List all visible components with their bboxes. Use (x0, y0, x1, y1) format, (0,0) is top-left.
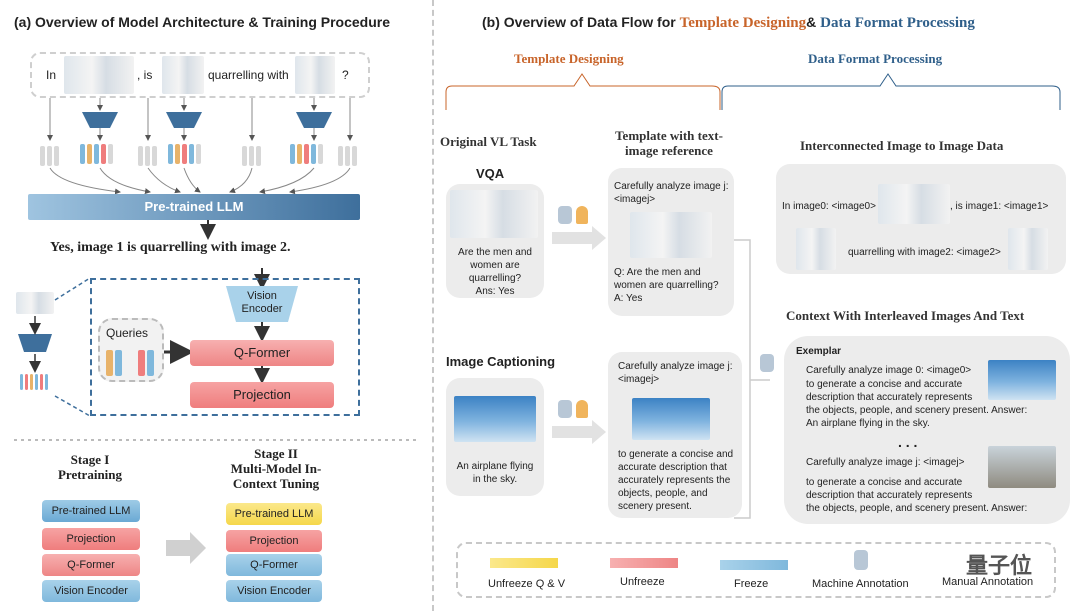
legend-swatch-red (610, 558, 678, 568)
caption-text: An airplane flying in the sky. (456, 461, 534, 485)
query-token (147, 350, 154, 376)
inter-line2: quarrelling with image2: <image2> (848, 247, 1001, 258)
query-token (106, 350, 113, 376)
prompt-token-in: In (46, 68, 57, 82)
ex1-photo (988, 360, 1056, 400)
ex1-head: Carefully analyze image 0: <image0> (806, 365, 972, 376)
vqa-arrow-icon (552, 226, 606, 250)
tpl1-q: Q: Are the men and women are quarrelling… (614, 267, 719, 304)
stage-arrow-icon (166, 532, 206, 564)
token-arrows (47, 98, 353, 195)
interconnected-header: Interconnected Image to Image Data (800, 138, 1004, 153)
legend-box (456, 542, 1056, 598)
ex2-body: to generate a concise and accurate descr… (806, 477, 1028, 514)
right-panel-title: (b) Overview of Data Flow for Template D… (482, 14, 975, 32)
legend-machine: Machine Annotation (812, 578, 909, 590)
query-token (115, 350, 122, 376)
tpl1-photo (630, 212, 712, 258)
ex2-photo (988, 446, 1056, 488)
exemplar-label: Exemplar (796, 346, 842, 357)
sub-template-title: Template Designing (514, 51, 624, 66)
inter-line1a: In image0: <image0> (782, 201, 876, 212)
vqa-label: VQA (476, 166, 505, 181)
stage2-qformer: Q-Former (226, 554, 322, 576)
caption-arrow-icon (552, 420, 606, 444)
vision-encoder-trapezoids (82, 112, 332, 128)
ex2-head: Carefully analyze image j: <imagej> (806, 457, 965, 468)
stage1-qformer: Q-Former (42, 554, 140, 576)
prompt-token-q: ? (342, 68, 349, 82)
prompt-token-is: , is (137, 68, 153, 82)
inter-photo-2 (1008, 228, 1048, 270)
legend-robot-icon (854, 550, 868, 570)
stage1-vision-encoder: Vision Encoder (42, 580, 140, 602)
legend-swatch-blue (720, 560, 788, 570)
person-icon (576, 400, 588, 418)
ellipsis: . . . (898, 434, 918, 450)
inter-line1b: , is image1: <image1> (950, 201, 1049, 212)
title-template: Template Designing (679, 15, 807, 31)
legend-unfreeze-qv: Unfreeze Q & V (488, 578, 566, 590)
prompt-box (30, 52, 370, 98)
left-panel-title: (a) Overview of Model Architecture & Tra… (14, 14, 391, 30)
stage2-llm: Pre-trained LLM (226, 503, 322, 525)
stage2-title: Stage II Multi-Model In- Context Tuning (230, 446, 322, 491)
title-format: Data Format Processing (820, 15, 975, 31)
person-icon (576, 206, 588, 224)
context-header: Context With Interleaved Images And Text (786, 308, 1025, 323)
stage1-llm: Pre-trained LLM (42, 500, 140, 522)
left-arch-svg (14, 98, 420, 564)
stage2-vision-encoder: Vision Encoder (226, 580, 322, 602)
query-token (138, 350, 145, 376)
caption-label: Image Captioning (446, 354, 556, 369)
legend-manual: Manual Annotation (942, 576, 1034, 588)
queries-label: Queries (106, 326, 149, 340)
legend-freeze: Freeze (734, 578, 769, 590)
photo-man-right (295, 56, 335, 94)
mini-encoder-icon (18, 334, 52, 352)
pretrained-llm-bar: Pre-trained LLM (28, 194, 360, 220)
prompt-token-quarrel: quarrelling with (208, 68, 289, 82)
photo-men-pair (64, 56, 134, 94)
photo-man-left (162, 56, 204, 94)
tpl2-photo (632, 398, 710, 440)
stage1-title: Stage I Pretraining (57, 452, 123, 482)
mini-photo (16, 292, 54, 314)
vision-encoder-block: Vision Encoder (226, 286, 298, 322)
title-amp: & (806, 14, 821, 30)
stage2-projection: Projection (226, 530, 322, 552)
ex1-body: to generate a concise and accurate descr… (806, 379, 1028, 429)
stage1-projection: Projection (42, 528, 140, 550)
legend-unfreeze: Unfreeze (620, 576, 665, 588)
robot-icon (558, 206, 572, 224)
robot-icon (558, 400, 572, 418)
inter-photo-1 (796, 228, 836, 270)
watermark: 量子位 (966, 553, 1033, 578)
vqa-photo (450, 190, 538, 238)
caption-photo (454, 396, 536, 442)
inter-photo-0 (878, 184, 950, 224)
qformer-block: Q-Former (190, 340, 334, 366)
legend-swatch-yellow (490, 558, 558, 568)
model-answer: Yes, image 1 is quarrelling with image 2… (50, 240, 291, 255)
tpl2-head: Carefully analyze image j: <imagej> (618, 361, 733, 385)
projection-block: Projection (190, 382, 334, 408)
template-ref-header: Template with text- image reference (615, 128, 723, 158)
panel-divider (432, 0, 434, 611)
robot-icon (760, 354, 774, 372)
vqa-text: Are the men and women are quarrelling? A… (458, 247, 532, 297)
architecture-detail-box (90, 278, 360, 416)
sub-format-title: Data Format Processing (808, 51, 943, 66)
title-prefix: (b) Overview of Data Flow for (482, 14, 680, 30)
tpl2-body: to generate a concise and accurate descr… (618, 449, 734, 512)
original-task-header: Original VL Task (440, 134, 537, 149)
tpl1-head: Carefully analyze image j: <imagej> (614, 181, 729, 205)
